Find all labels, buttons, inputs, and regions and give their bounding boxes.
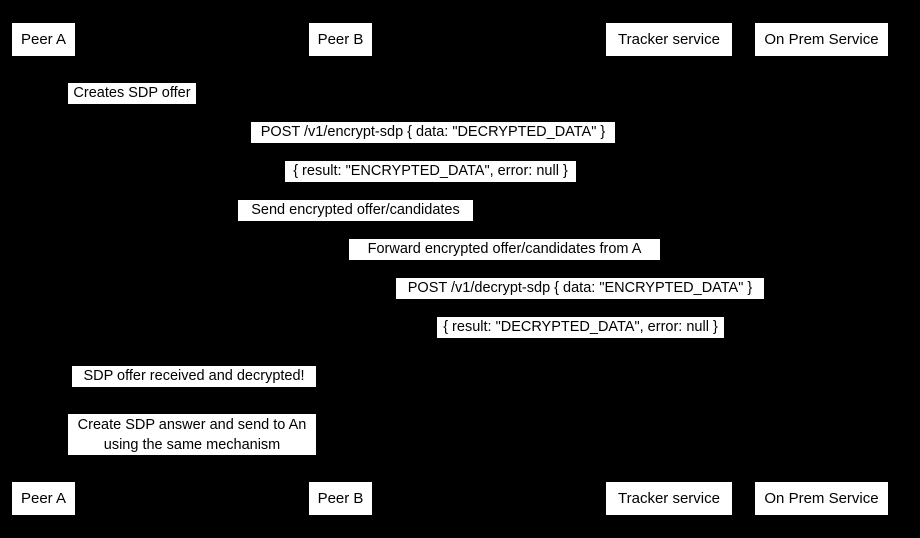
message-label-post-decrypt-sdp: POST /v1/decrypt-sdp { data: "ENCRYPTED_… — [396, 278, 764, 299]
participant-header-tracker-service[interactable]: Tracker service — [605, 22, 733, 57]
message-label-send-encrypted-offer: Send encrypted offer/candidates — [238, 200, 473, 221]
message-arrow-2 — [43, 143, 822, 144]
lifeline-tracker — [669, 57, 670, 481]
message-arrow-5 — [340, 260, 669, 261]
message-arrow-6 — [340, 299, 822, 300]
participant-footer-on-prem-service[interactable]: On Prem Service — [754, 481, 889, 516]
participant-footer-peer-a[interactable]: Peer A — [11, 481, 76, 516]
message-label-sdp-offer-received: SDP offer received and decrypted! — [72, 366, 316, 387]
message-arrow-1 — [43, 104, 104, 105]
message-arrow-3 — [43, 182, 822, 183]
lifeline-on-prem — [821, 57, 823, 481]
participant-header-on-prem-service[interactable]: On Prem Service — [754, 22, 889, 57]
message-label-decrypt-sdp-result: { result: "DECRYPTED_DATA", error: null … — [437, 317, 724, 338]
message-label-post-encrypt-sdp: POST /v1/encrypt-sdp { data: "DECRYPTED_… — [251, 122, 615, 143]
message-label-create-sdp-answer: Create SDP answer and send to An using t… — [68, 414, 316, 455]
message-arrow-7 — [340, 338, 822, 339]
participant-footer-tracker-service[interactable]: Tracker service — [605, 481, 733, 516]
message-label-creates-sdp-offer: Creates SDP offer — [68, 83, 196, 104]
message-arrow-8 — [43, 387, 104, 388]
message-arrow-9 — [43, 455, 104, 456]
message-arrow-4 — [43, 221, 669, 222]
participant-header-peer-b[interactable]: Peer B — [308, 22, 373, 57]
lifeline-peer-b — [340, 57, 342, 481]
participant-header-peer-a[interactable]: Peer A — [11, 22, 76, 57]
lifeline-peer-a — [43, 57, 45, 481]
message-label-encrypt-sdp-result: { result: "ENCRYPTED_DATA", error: null … — [285, 161, 576, 182]
participant-footer-peer-b[interactable]: Peer B — [308, 481, 373, 516]
message-label-forward-encrypted-offer: Forward encrypted offer/candidates from … — [349, 239, 660, 260]
